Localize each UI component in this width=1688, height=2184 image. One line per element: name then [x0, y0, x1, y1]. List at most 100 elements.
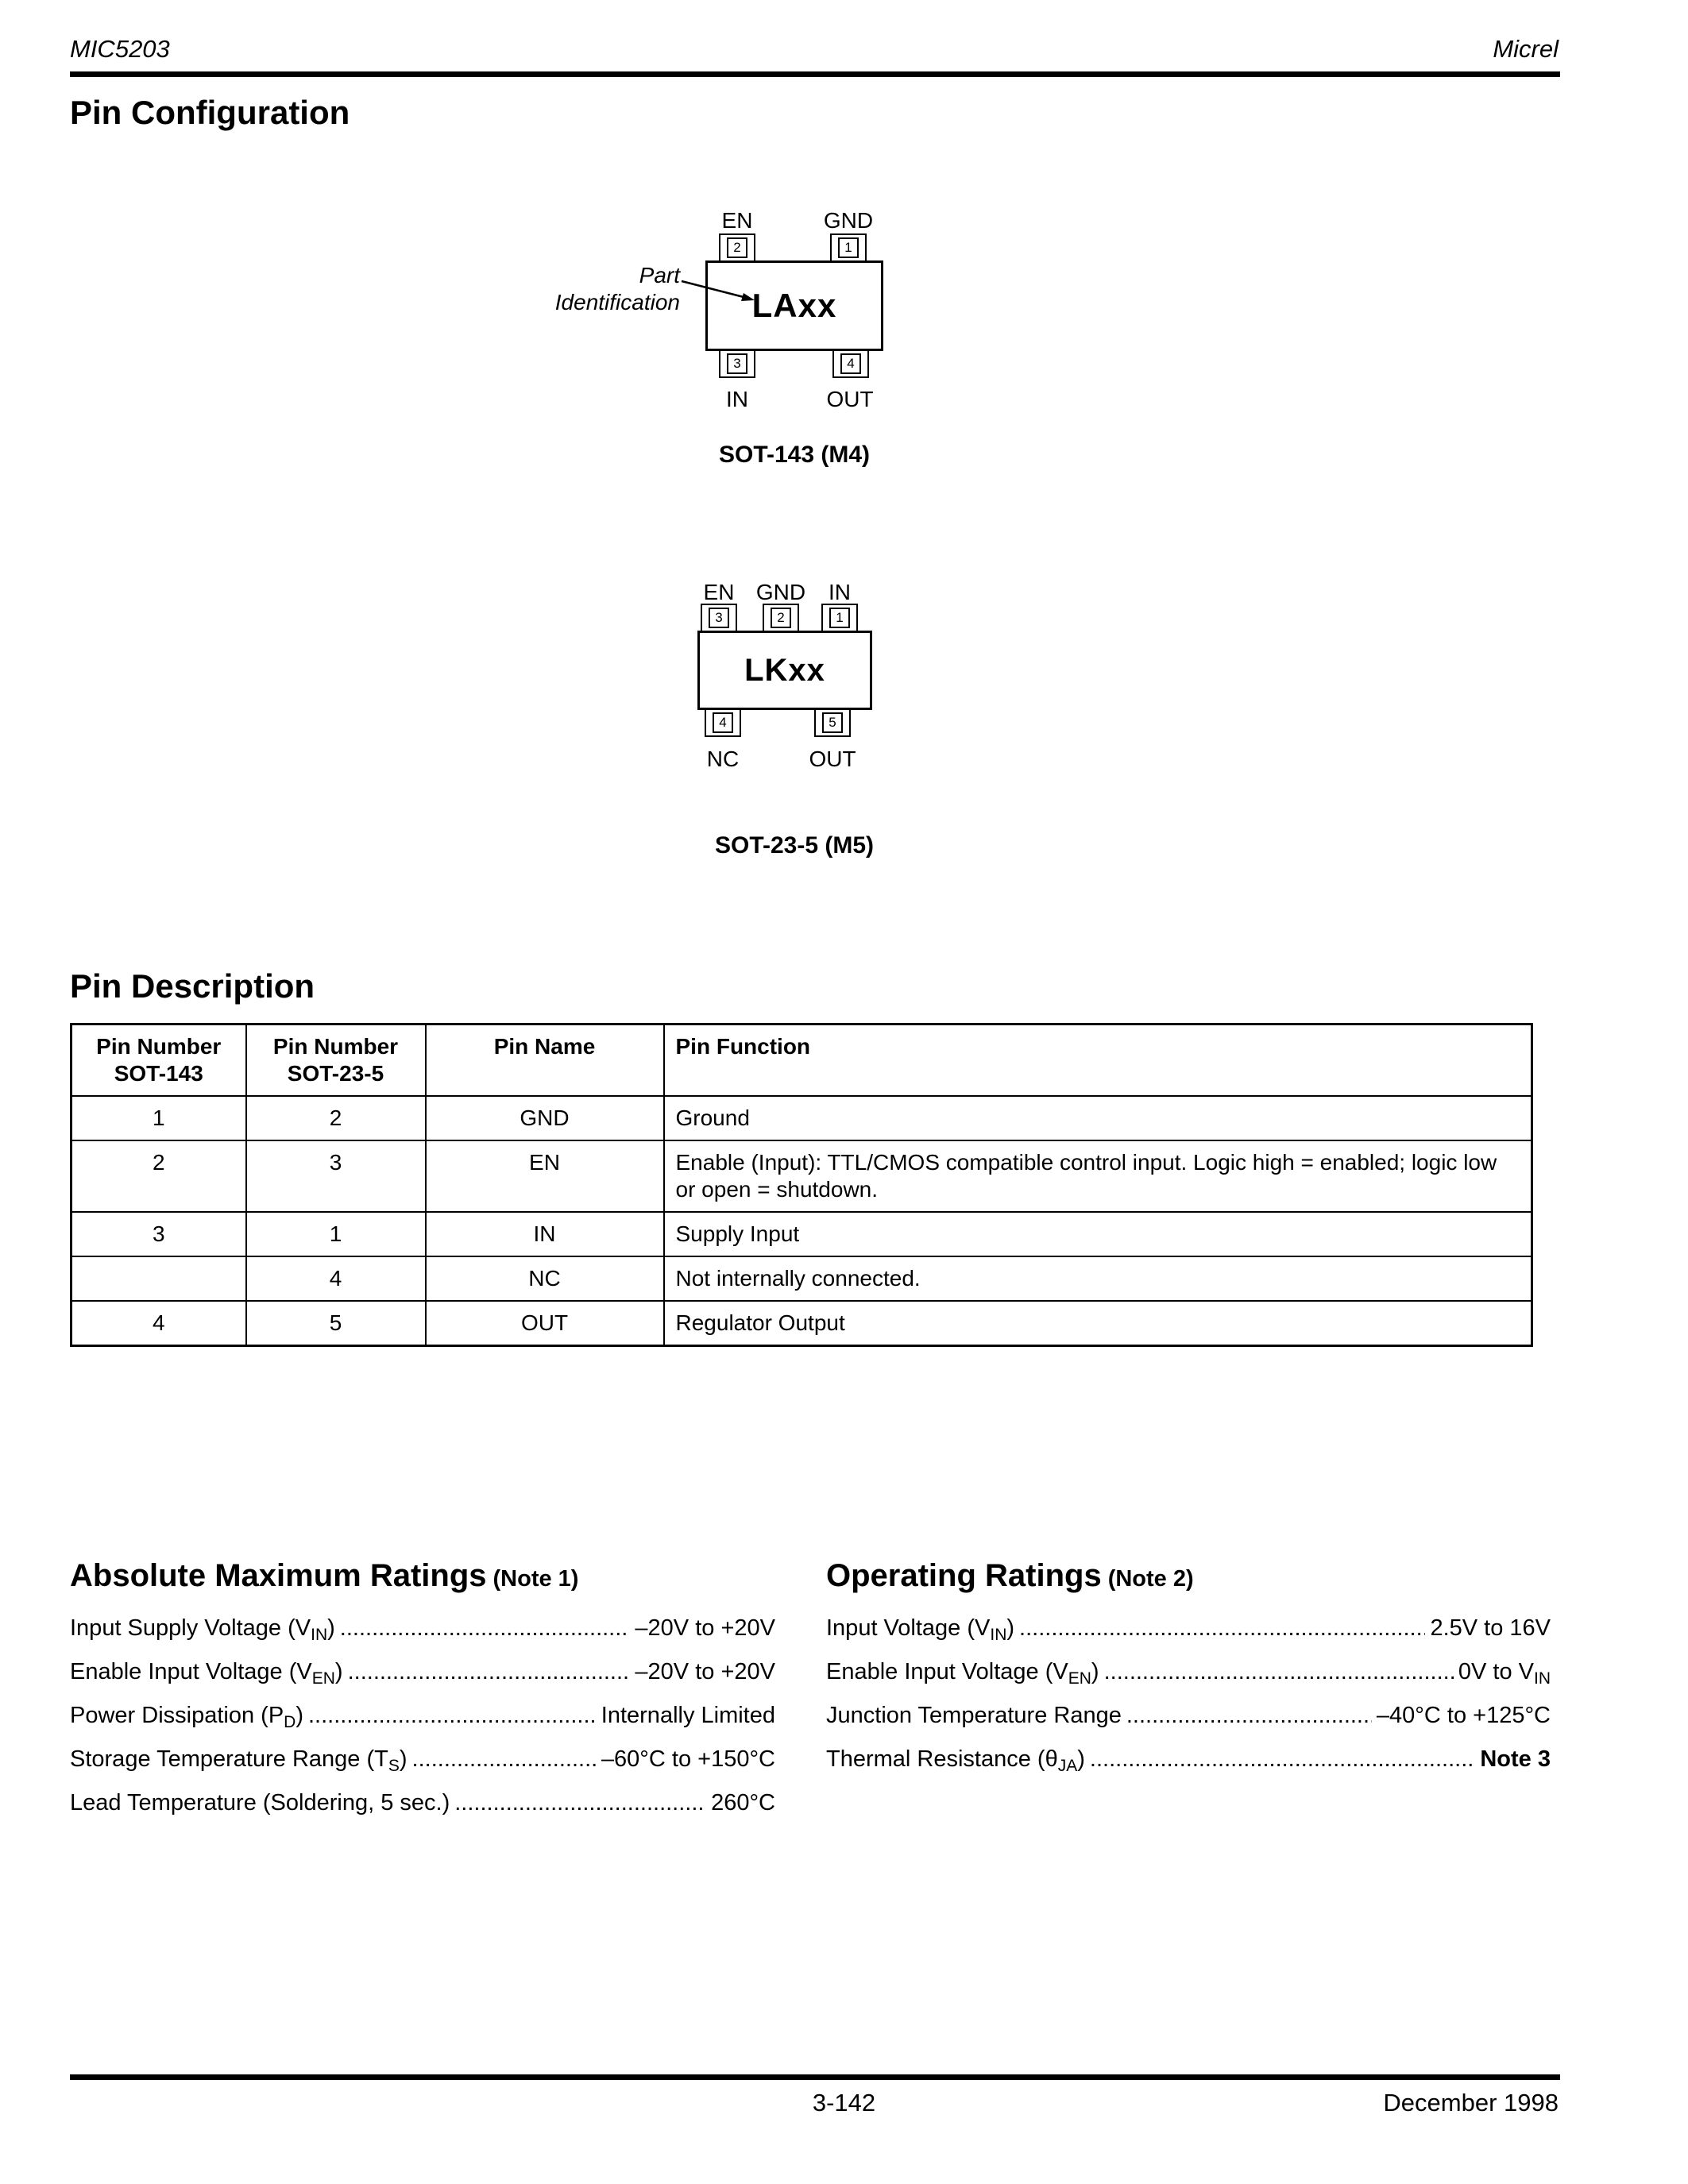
pin-description-table: Pin Number SOT-143 Pin Number SOT-23-5 P…: [70, 1023, 1533, 1347]
cell-pin-sot235: 3: [245, 1140, 427, 1213]
cell-pin-name: OUT: [424, 1300, 665, 1347]
pin-label-out: OUT: [826, 387, 874, 411]
pin-number: 2: [771, 608, 791, 628]
rating-value: –60°C to +150°C: [601, 1746, 775, 1772]
pin-label-nc: NC: [706, 747, 740, 771]
rating-value: –20V to +20V: [635, 1659, 775, 1684]
cell-pin-function: Regulator Output: [662, 1300, 1533, 1347]
rating-label: Power Dissipation (PD): [70, 1703, 303, 1731]
rating-label: Lead Temperature (Soldering, 5 sec.): [70, 1790, 450, 1815]
rating-value: Note 3: [1480, 1746, 1551, 1772]
cell-pin-function: Ground: [662, 1095, 1533, 1141]
sot143-part-marking: LAxx: [751, 287, 837, 324]
amr-title: Absolute Maximum Ratings: [70, 1558, 487, 1593]
header-line: Pin Number: [96, 1034, 222, 1059]
header-line: SOT-143: [114, 1061, 203, 1086]
header-rule: [70, 71, 1560, 77]
pin-number: 5: [822, 712, 843, 733]
col-header-pin-name: Pin Name: [424, 1023, 665, 1097]
pin-box-1: 1: [821, 604, 858, 632]
rating-label: Junction Temperature Range: [826, 1703, 1122, 1728]
cell-pin-sot143: 1: [70, 1095, 247, 1141]
part-id-line1: Part: [639, 263, 680, 287]
dot-leader: ........................................…: [1126, 1703, 1372, 1728]
cell-pin-sot235: 5: [245, 1300, 427, 1347]
rating-label: Enable Input Voltage (VEN): [826, 1659, 1099, 1688]
sot143-package-body: LAxx: [705, 260, 883, 351]
or-note: (Note 2): [1107, 1566, 1194, 1592]
cell-pin-function: Enable (Input): TTL/CMOS compatible cont…: [662, 1140, 1533, 1213]
dot-leader: ........................................…: [339, 1615, 631, 1641]
cell-pin-name: NC: [424, 1256, 665, 1302]
table-row: 4 5 OUT Regulator Output: [70, 1300, 1533, 1347]
pin-box-2: 2: [719, 233, 755, 262]
rating-line: Lead Temperature (Soldering, 5 sec.) ...…: [70, 1785, 775, 1828]
pin-box-5: 5: [814, 708, 851, 737]
part-id-line2: Identification: [554, 290, 680, 314]
cell-pin-function: Not internally connected.: [662, 1256, 1533, 1302]
table-row: 2 3 EN Enable (Input): TTL/CMOS compatib…: [70, 1140, 1533, 1213]
sot235-caption: SOT-23-5 (M5): [714, 832, 875, 859]
rating-label: Input Supply Voltage (VIN): [70, 1615, 335, 1644]
dot-leader: ........................................…: [454, 1790, 706, 1815]
page-number: 3-142: [812, 2089, 876, 2116]
col-header-sot235: Pin Number SOT-23-5: [245, 1023, 427, 1097]
header-line: Pin Name: [493, 1034, 596, 1059]
pin-box-3: 3: [701, 604, 737, 632]
pin-label-en: EN: [703, 580, 735, 604]
dot-leader: ........................................…: [411, 1746, 597, 1772]
part-identification-arrow: [681, 280, 755, 301]
pin-number: 3: [709, 608, 729, 628]
pin-configuration-heading: Pin Configuration: [70, 94, 350, 131]
operating-ratings-section: Operating Ratings(Note 2) Input Voltage …: [826, 1558, 1551, 1785]
sot235-part-marking: LKxx: [744, 652, 825, 688]
absolute-maximum-ratings-section: Absolute Maximum Ratings(Note 1) Input S…: [70, 1558, 775, 1828]
table-row: 4 NC Not internally connected.: [70, 1256, 1533, 1302]
rating-line: Junction Temperature Range .............…: [826, 1697, 1551, 1741]
pin-label-in: IN: [726, 387, 748, 411]
header-line: SOT-23-5: [287, 1061, 384, 1086]
col-header-pin-function: Pin Function: [662, 1023, 1533, 1097]
rating-value: 2.5V to 16V: [1430, 1615, 1551, 1641]
pin-description-heading: Pin Description: [70, 967, 315, 1005]
cell-pin-name: IN: [424, 1211, 665, 1257]
dot-leader: ........................................…: [308, 1703, 597, 1728]
cell-pin-function: Supply Input: [662, 1211, 1533, 1257]
table-row: 3 1 IN Supply Input: [70, 1211, 1533, 1257]
rating-line: Input Voltage (VIN) ....................…: [826, 1610, 1551, 1653]
footer-date: December 1998: [1383, 2089, 1559, 2116]
amr-note: (Note 1): [492, 1566, 579, 1592]
cell-pin-name: GND: [424, 1095, 665, 1141]
pin-label-out: OUT: [809, 747, 856, 771]
cell-pin-sot143: 3: [70, 1211, 247, 1257]
rating-line: Enable Input Voltage (VEN) .............…: [826, 1653, 1551, 1697]
footer-rule: [70, 2074, 1560, 2080]
rating-label: Enable Input Voltage (VEN): [70, 1659, 343, 1688]
pin-box-3: 3: [719, 349, 755, 378]
pin-number: 4: [840, 353, 861, 374]
cell-pin-sot235: 1: [245, 1211, 427, 1257]
rating-value: Internally Limited: [601, 1703, 775, 1728]
sot235-package-body: LKxx: [697, 631, 872, 710]
cell-pin-sot235: 4: [245, 1256, 427, 1302]
rating-line: Storage Temperature Range (TS) .........…: [70, 1741, 775, 1785]
sot143-caption: SOT-143 (M4): [718, 442, 871, 468]
dot-leader: ........................................…: [1089, 1746, 1475, 1772]
cell-pin-sot143: 2: [70, 1140, 247, 1213]
col-header-sot143: Pin Number SOT-143: [70, 1023, 247, 1097]
pin-number: 4: [713, 712, 733, 733]
table-row: 1 2 GND Ground: [70, 1095, 1533, 1141]
dot-leader: ........................................…: [1019, 1615, 1425, 1641]
table-header-row: Pin Number SOT-143 Pin Number SOT-23-5 P…: [70, 1023, 1533, 1097]
pin-label-in: IN: [829, 580, 851, 604]
amr-heading: Absolute Maximum Ratings(Note 1): [70, 1558, 775, 1594]
pin-number: 1: [838, 237, 859, 258]
pin-label-gnd: GND: [823, 208, 874, 233]
company-name: Micrel: [1493, 35, 1559, 63]
cell-pin-name: EN: [424, 1140, 665, 1213]
rating-value: –40°C to +125°C: [1376, 1703, 1551, 1728]
dot-leader: ........................................…: [347, 1659, 631, 1684]
pin-label-en: EN: [721, 208, 753, 233]
pin-number: 3: [727, 353, 747, 374]
cell-pin-sot143: [70, 1256, 247, 1302]
